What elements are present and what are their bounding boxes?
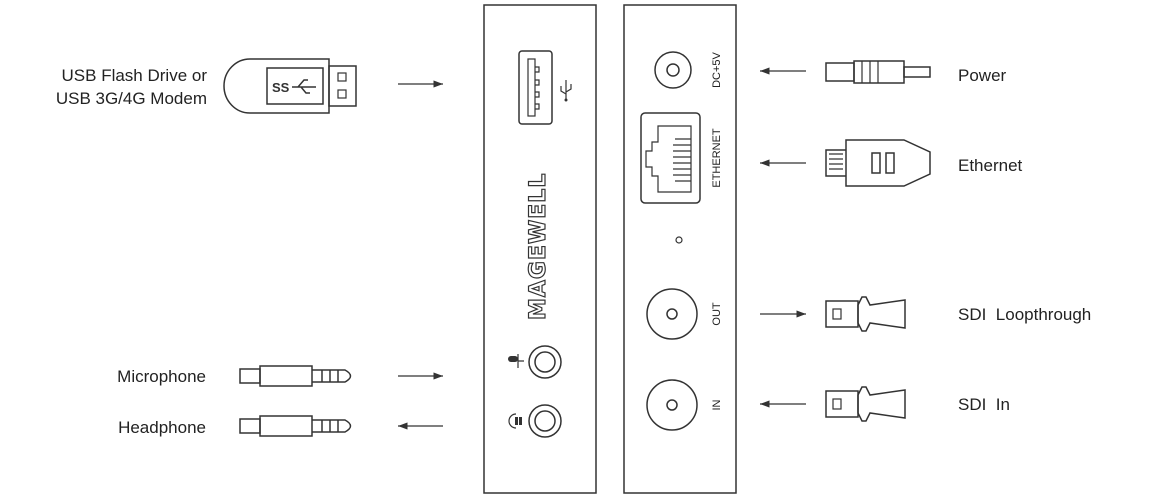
sdi-out-port xyxy=(646,288,698,340)
headphone-label: Headphone xyxy=(118,418,206,437)
dc-power-jack xyxy=(654,51,692,89)
dc-label: DC+5V xyxy=(711,51,723,87)
ethernet-port xyxy=(640,112,701,204)
sdi-in-port xyxy=(646,379,698,431)
power-label: Power xyxy=(958,66,1007,85)
out-label: OUT xyxy=(711,302,723,326)
ethernet-label: Ethernet xyxy=(958,156,1023,175)
microphone-label: Microphone xyxy=(117,367,206,386)
ethernet-port-label: ETHERNET xyxy=(711,128,723,188)
power-plug-icon xyxy=(825,60,931,84)
usb-drive-icon: SS xyxy=(223,58,357,114)
usb-label-line1: USB Flash Drive or xyxy=(62,66,208,85)
sdi-loop-plug-icon xyxy=(825,296,906,332)
sdi-loopthrough-label: SDI Loopthrough xyxy=(958,305,1091,324)
microphone-plug-icon xyxy=(239,365,352,387)
in-label: IN xyxy=(711,399,723,410)
headphone-icon xyxy=(508,413,522,429)
rear-panel: DC+5V ETHERNET OUT IN xyxy=(623,4,737,494)
headphone-plug-icon xyxy=(239,415,352,437)
ethernet-plug-icon xyxy=(825,139,931,187)
usb-port xyxy=(518,50,553,125)
front-panel: MAGEWELL xyxy=(483,4,597,494)
sdi-in-plug-icon xyxy=(825,386,906,422)
magewell-logo: MAGEWELL xyxy=(526,173,551,320)
usb-label-line2: USB 3G/4G Modem xyxy=(56,89,207,108)
microphone-jack xyxy=(528,345,562,379)
usb-drive-ss-text: SS xyxy=(272,80,290,95)
microphone-icon xyxy=(508,354,524,368)
headphone-jack xyxy=(528,404,562,438)
status-led xyxy=(675,236,683,244)
sdi-in-label: SDI In xyxy=(958,395,1010,414)
usb-symbol-icon xyxy=(560,80,572,102)
